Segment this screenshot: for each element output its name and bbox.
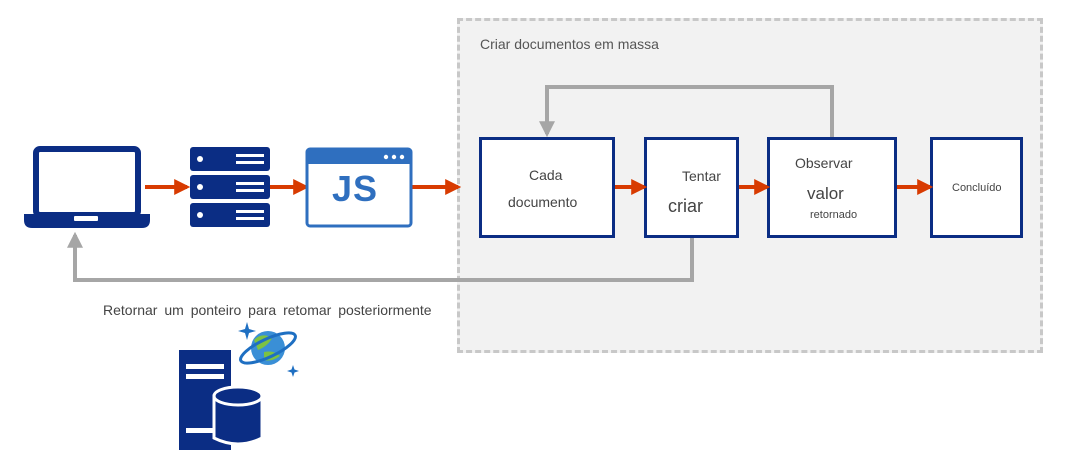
step-try-create: [644, 137, 739, 238]
step-each-document: [479, 137, 615, 238]
observe-label-line2: valor: [807, 184, 844, 203]
step-observe-return: [767, 137, 897, 238]
each-doc-label-line1: Cada: [529, 167, 563, 183]
loop-back-arrow: [539, 85, 834, 138]
group-title: Criar documentos em massa: [480, 36, 659, 52]
try-create-label-line1: Tentar: [682, 168, 721, 184]
javascript-icon: [305, 147, 413, 228]
observe-label-line1: Observar: [795, 155, 853, 171]
try-create-label-line2: criar: [668, 196, 703, 216]
each-doc-label-line2: documento: [508, 194, 578, 210]
return-pointer-label: Retornar um ponteiro para retomar poster…: [103, 302, 432, 318]
done-label: Concluído: [952, 182, 1002, 194]
observe-label-line3: retornado: [810, 209, 858, 221]
laptop-icon: [24, 146, 150, 228]
server-rack-icon: [190, 147, 270, 227]
cosmos-db-icon: [179, 322, 299, 450]
return-arrow: [67, 231, 694, 282]
js-text: JS: [332, 168, 379, 209]
